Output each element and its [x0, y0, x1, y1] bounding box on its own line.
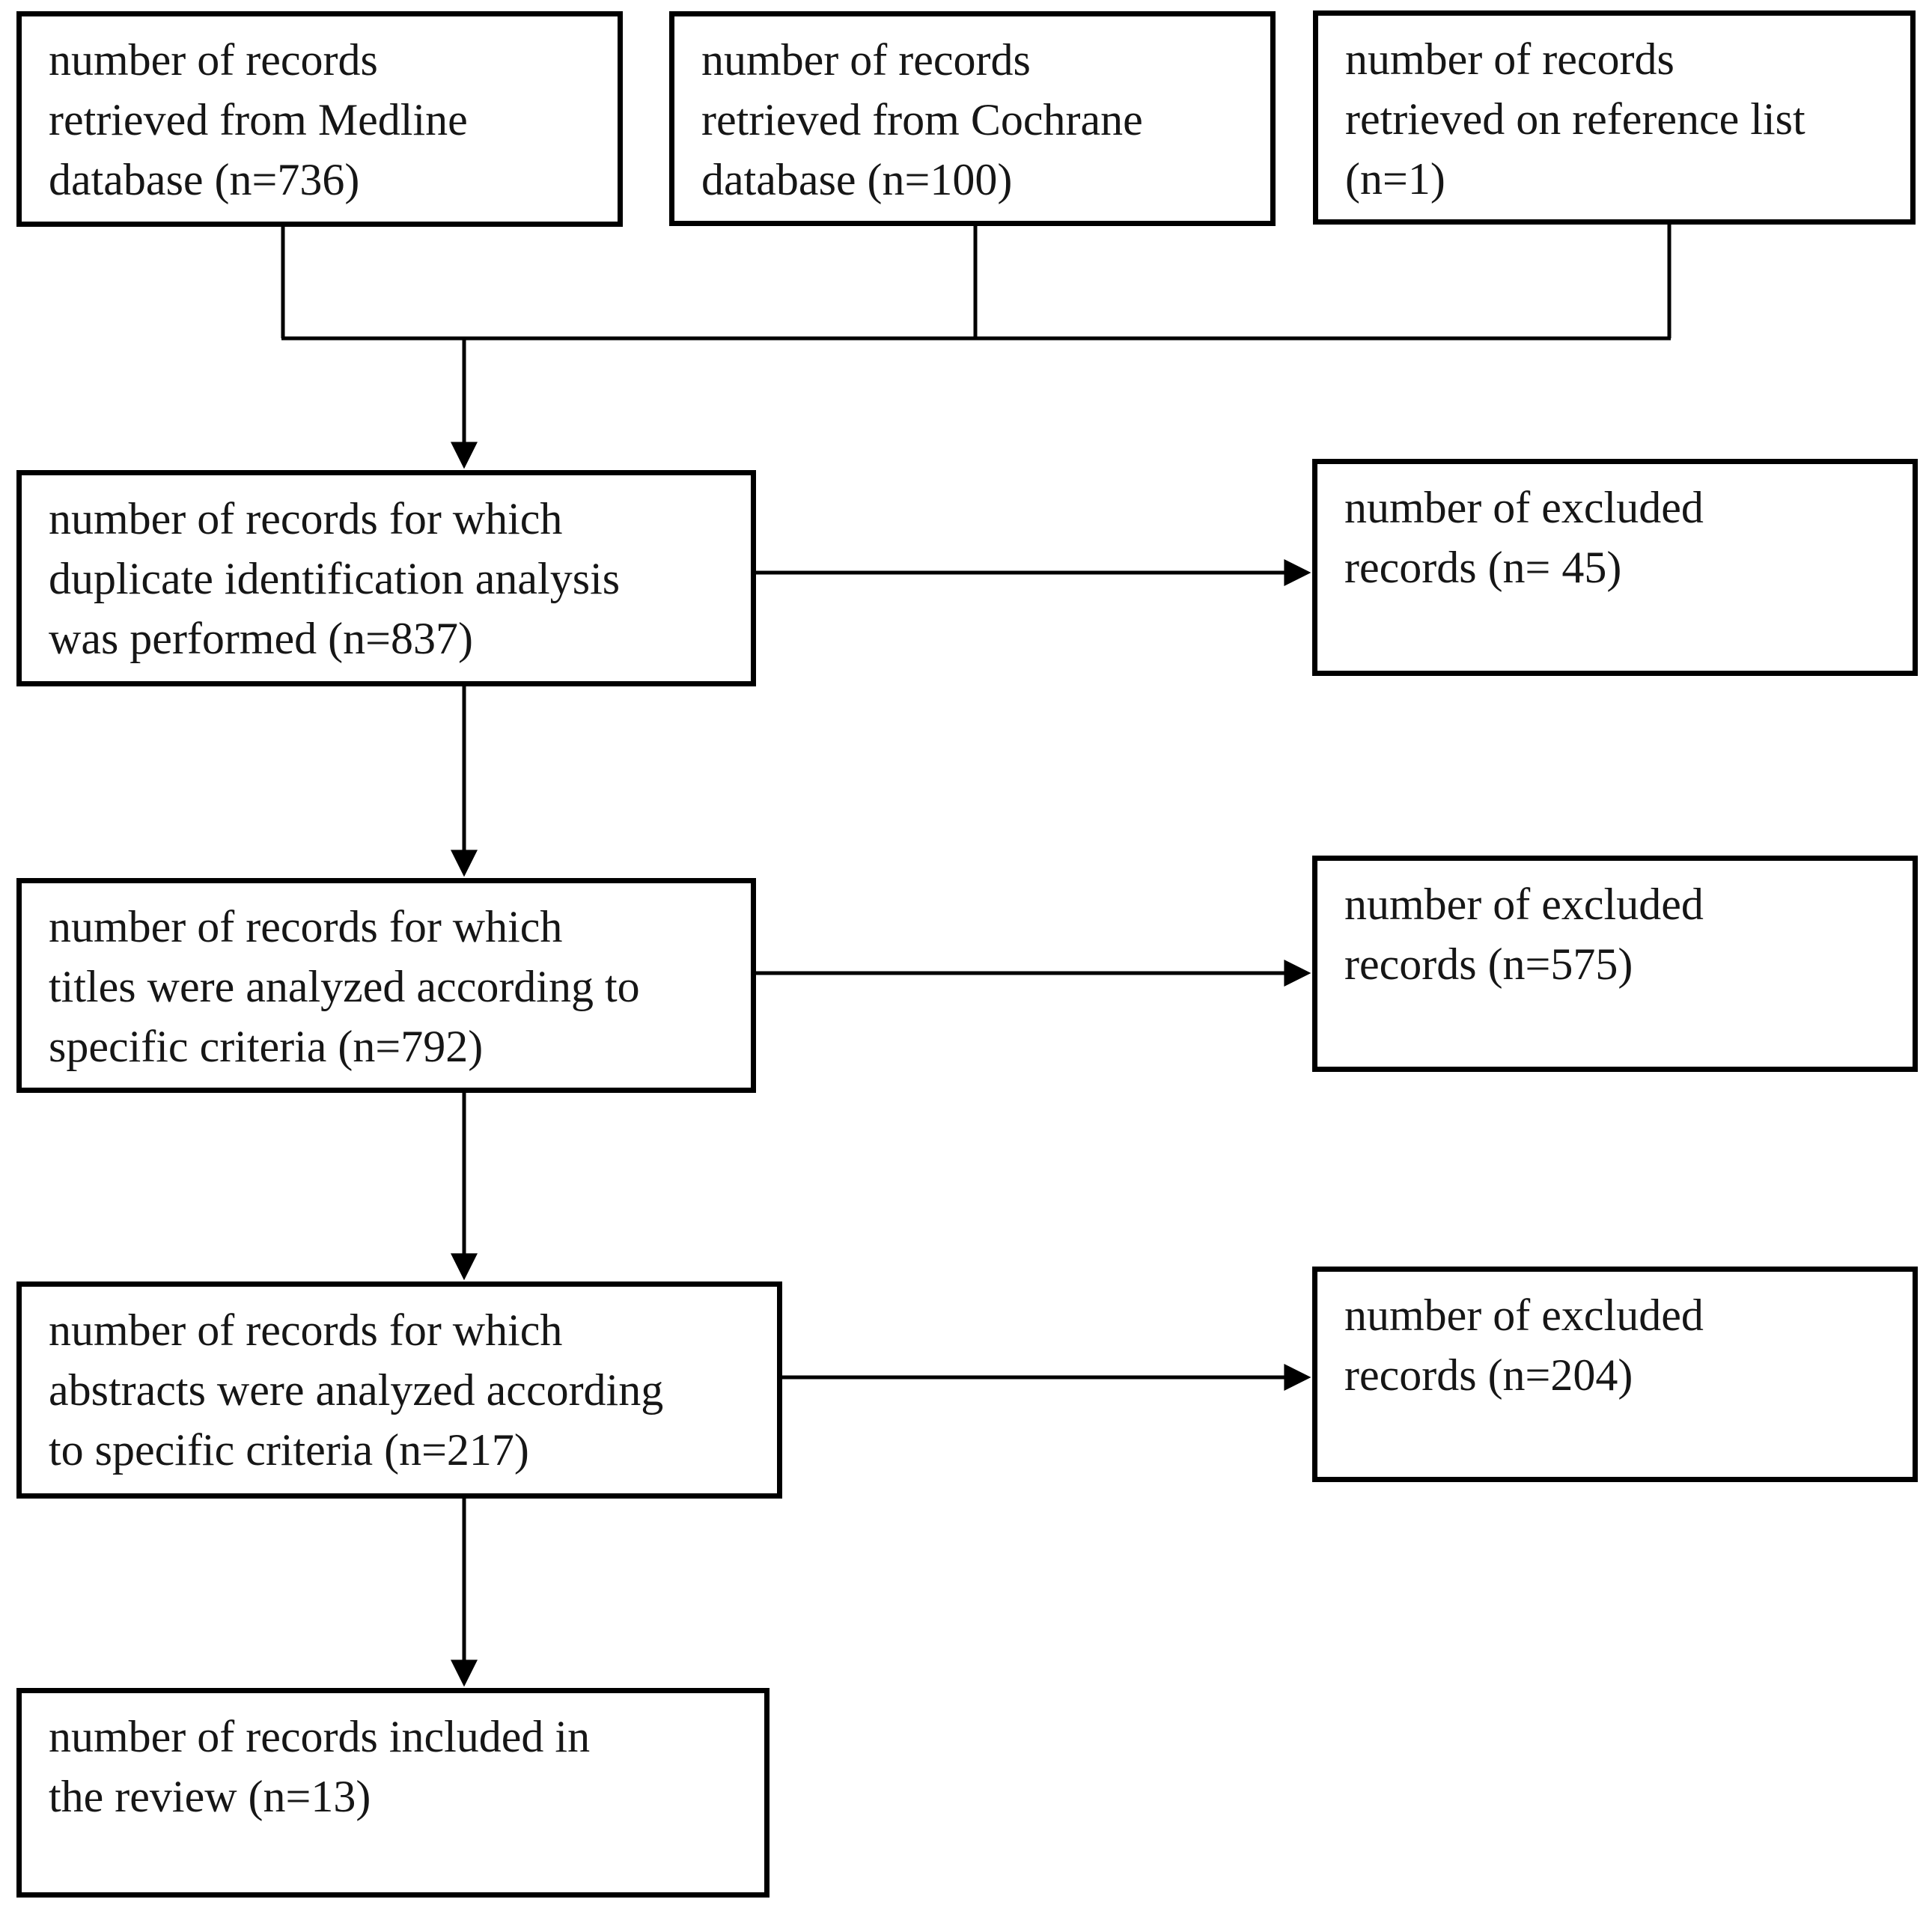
box-text-line: titles were analyzed according to	[49, 962, 640, 1011]
box-text-line: number of records	[1345, 34, 1674, 84]
box-text-line: number of records for which	[49, 494, 563, 543]
box-stage-abstract-analysis: number of records for which abstracts we…	[16, 1281, 782, 1499]
box-excluded-after-duplicate: number of excluded records (n= 45)	[1312, 459, 1918, 676]
box-included-in-review: number of records included in the review…	[16, 1688, 770, 1898]
box-text-line: database (n=736)	[49, 155, 360, 204]
box-text-line: retrieved on reference list	[1345, 94, 1805, 144]
box-text-line: number of excluded	[1344, 880, 1704, 929]
box-stage-duplicate-analysis: number of records for which duplicate id…	[16, 470, 756, 686]
box-text-line: abstracts were analyzed according	[49, 1365, 664, 1415]
box-text-line: number of records for which	[49, 1305, 563, 1355]
box-excluded-after-abstracts: number of excluded records (n=204)	[1312, 1267, 1918, 1482]
box-text-line: duplicate identification analysis	[49, 554, 621, 603]
box-text-line: number of records	[701, 35, 1031, 85]
box-text-line: records (n= 45)	[1344, 543, 1622, 592]
box-text-line: number of records for which	[49, 902, 563, 951]
box-text-line: (n=1)	[1345, 154, 1445, 204]
box-stage-title-analysis: number of records for which titles were …	[16, 878, 756, 1093]
box-text-line: records (n=204)	[1344, 1350, 1633, 1400]
box-text-line: number of records included in	[49, 1712, 591, 1761]
box-excluded-after-titles: number of excluded records (n=575)	[1312, 856, 1918, 1072]
box-text-line: the review (n=13)	[49, 1772, 371, 1821]
box-text-line: records (n=575)	[1344, 939, 1633, 989]
box-source-cochrane: number of records retrieved from Cochran…	[669, 11, 1276, 226]
box-text-line: retrieved from Medline	[49, 95, 468, 144]
box-text-line: specific criteria (n=792)	[49, 1022, 484, 1071]
box-text-line: to specific criteria (n=217)	[49, 1425, 529, 1475]
box-text-line: was performed (n=837)	[49, 614, 473, 663]
box-text-line: number of excluded	[1344, 483, 1704, 532]
box-source-medline: number of records retrieved from Medline…	[16, 11, 623, 227]
box-text-line: number of excluded	[1344, 1290, 1704, 1340]
box-text-line: retrieved from Cochrane	[701, 95, 1143, 144]
box-text-line: database (n=100)	[701, 155, 1013, 204]
box-source-reference-list: number of records retrieved on reference…	[1313, 10, 1916, 225]
box-text-line: number of records	[49, 35, 378, 85]
